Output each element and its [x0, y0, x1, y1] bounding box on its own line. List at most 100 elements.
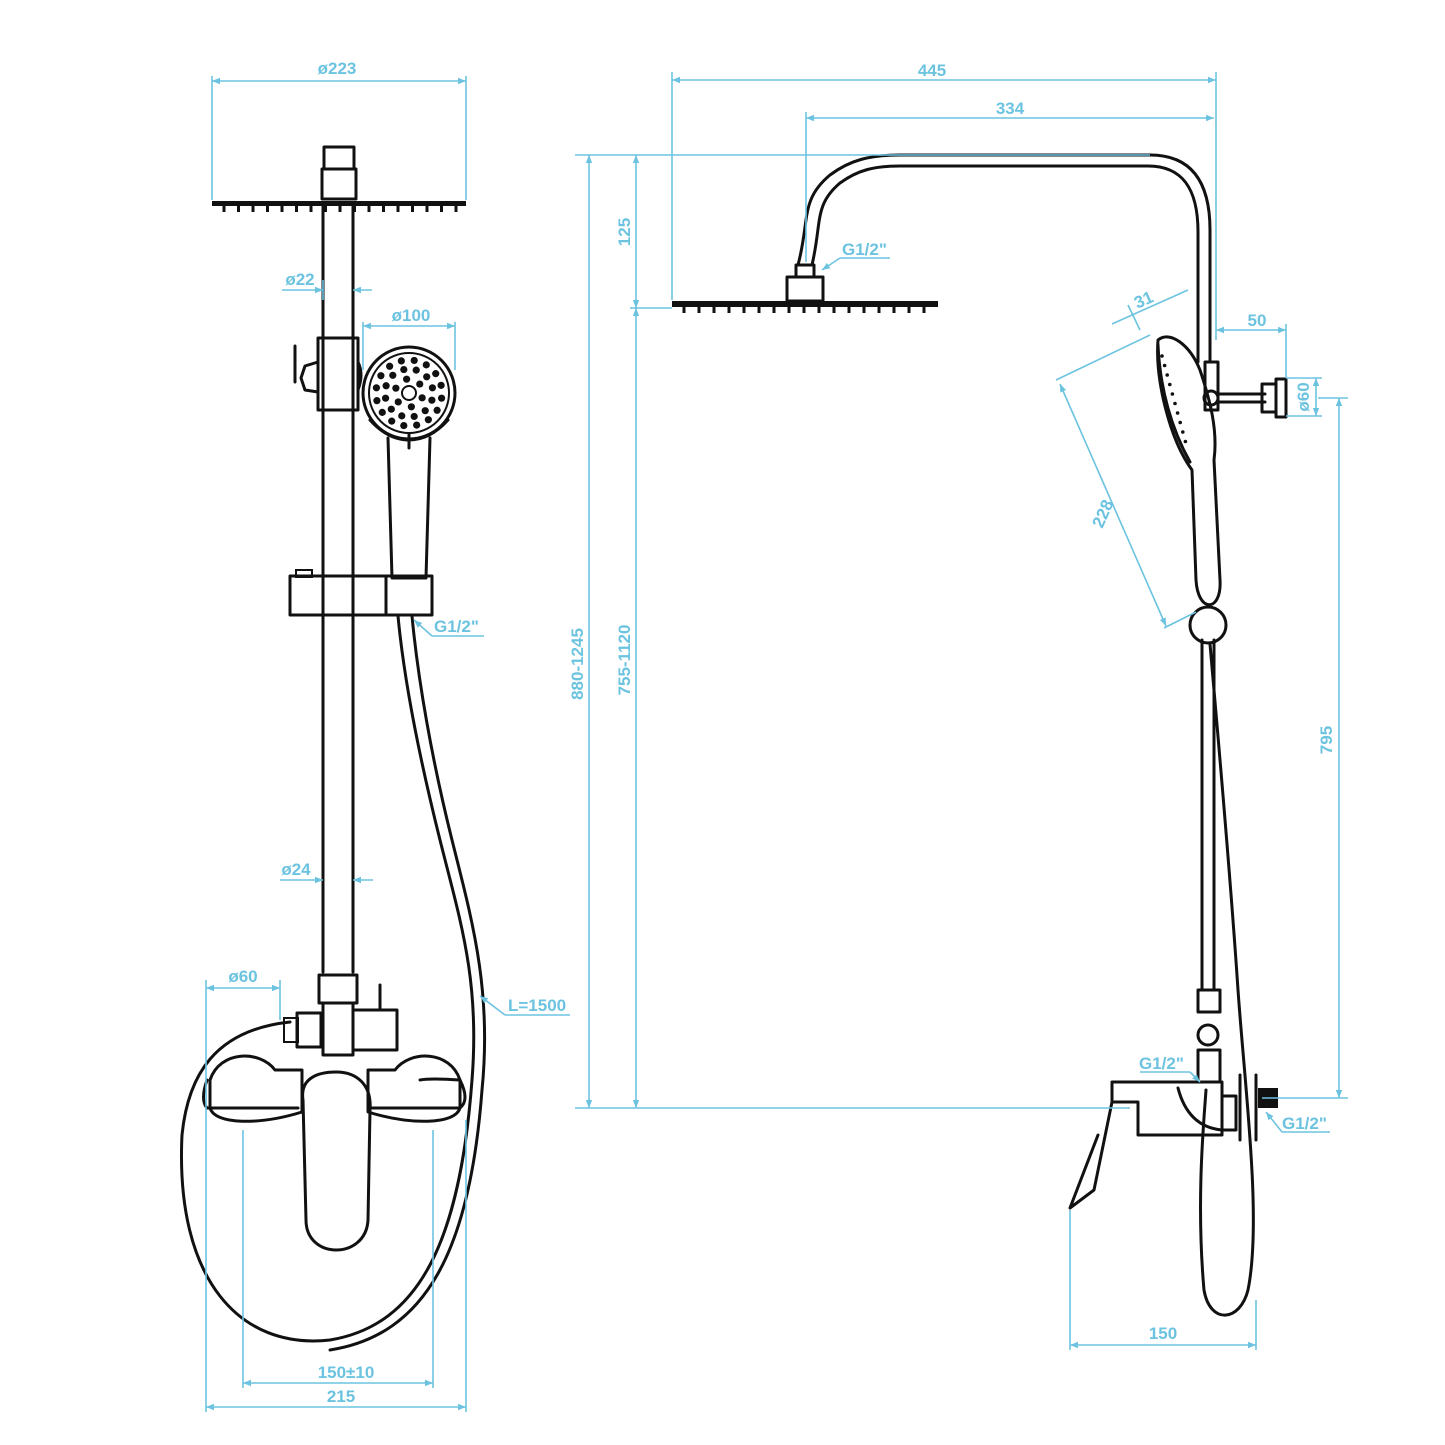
- spray-hole: [428, 396, 436, 404]
- spray-hole: [403, 375, 411, 383]
- spray-hole: [400, 365, 408, 374]
- side-hand-shower: [1156, 335, 1228, 645]
- dim-bracket-height: 795: [1317, 726, 1336, 754]
- nozzle-mark: [862, 307, 866, 313]
- front-view: ø223 ø22 ø100 G1/2" ø24 ø60 L=1500: [179, 59, 570, 1412]
- dim-mixer-connection: G1/2": [1139, 1054, 1184, 1073]
- spray-hole: [1183, 439, 1188, 444]
- spray-hole: [422, 361, 430, 369]
- dim-pipe-upper-diameter: ø22: [285, 270, 314, 289]
- dim-hand-shower-length: 228: [1089, 497, 1118, 531]
- spray-hole: [407, 403, 415, 411]
- front-hand-shower: [361, 345, 457, 580]
- spray-hole: [1168, 382, 1172, 387]
- spray-hole: [1162, 363, 1167, 368]
- nozzle-mark: [682, 307, 686, 313]
- spray-hole: [437, 394, 446, 402]
- spray-hole: [398, 412, 406, 420]
- spray-hole: [423, 373, 431, 381]
- nozzle-mark: [817, 307, 821, 313]
- front-upper-holder: [293, 336, 363, 412]
- front-rail-pipe: [321, 204, 355, 974]
- nozzle-mark: [832, 307, 836, 313]
- dim-overall-reach: 445: [918, 61, 946, 80]
- spray-hole: [388, 417, 396, 425]
- dim-wall-connection: G1/2": [1282, 1114, 1327, 1133]
- nozzle-mark: [877, 307, 881, 313]
- spray-hole: [1170, 392, 1175, 396]
- dim-pipe-lower-diameter: ø24: [281, 860, 311, 879]
- nozzle-mark: [922, 307, 926, 313]
- side-shower-arm: [672, 153, 1212, 364]
- dim-hose-connection: G1/2": [434, 617, 479, 636]
- nozzle-mark: [382, 206, 385, 212]
- nozzle-mark: [757, 307, 761, 313]
- nozzle-mark: [425, 206, 429, 212]
- spray-hole: [428, 384, 437, 392]
- spray-hole: [410, 356, 418, 365]
- spray-hole: [437, 381, 445, 389]
- nozzle-mark: [251, 206, 255, 212]
- dim-hose-length: L=1500: [508, 996, 566, 1015]
- spray-hole: [378, 408, 386, 416]
- dim-inlet-spacing: 150±10: [318, 1363, 375, 1382]
- nozzle-mark: [338, 206, 342, 212]
- spray-hole: [1160, 354, 1164, 358]
- spray-hole: [1173, 401, 1177, 406]
- nozzle-mark: [802, 307, 806, 313]
- spray-hole: [394, 398, 402, 406]
- dim-diverter-diameter: ø60: [228, 967, 257, 986]
- nozzle-mark: [742, 307, 746, 313]
- side-riser: [1196, 360, 1288, 1084]
- dim-head-drop: 125: [615, 218, 634, 246]
- spray-hole: [389, 371, 397, 379]
- front-hose: [179, 614, 487, 1352]
- spray-hole: [400, 421, 408, 430]
- front-overhead-shower-head: [212, 145, 466, 212]
- nozzle-mark: [309, 206, 313, 212]
- spray-hole: [373, 397, 381, 405]
- nozzle-mark: [712, 307, 716, 313]
- dim-wall-offset: 50: [1248, 311, 1267, 330]
- nozzle-mark: [295, 206, 298, 212]
- spray-hole: [1178, 420, 1182, 425]
- nozzle-mark: [411, 206, 414, 212]
- dim-head-connection: G1/2": [842, 240, 887, 259]
- front-slider-bracket: [288, 569, 434, 617]
- dim-hand-shower-depth: 31: [1131, 287, 1156, 312]
- nozzle-mark: [697, 307, 701, 313]
- spray-hole: [413, 421, 421, 429]
- spray-hole: [1165, 373, 1169, 377]
- side-dimensions: 445 334 G1/2" 125 880-1245 755-1120 31 5…: [568, 61, 1348, 1350]
- spray-hole: [377, 372, 385, 380]
- spray-hole: [381, 394, 390, 402]
- spray-hole: [410, 412, 418, 421]
- side-hose: [1199, 642, 1255, 1317]
- nozzle-mark: [847, 307, 851, 313]
- nozzle-mark: [266, 206, 269, 212]
- side-view: 445 334 G1/2" 125 880-1245 755-1120 31 5…: [568, 61, 1348, 1350]
- dim-head-diameter: ø223: [318, 59, 357, 78]
- nozzle-mark: [907, 307, 911, 313]
- front-dimensions: ø223 ø22 ø100 G1/2" ø24 ø60 L=1500: [205, 59, 570, 1412]
- nozzle-mark: [280, 206, 284, 212]
- dim-overall-height: 880-1245: [568, 628, 587, 700]
- nozzle-mark: [237, 206, 240, 212]
- spray-hole: [418, 394, 426, 402]
- spray-hole: [372, 384, 381, 392]
- spray-hole: [432, 370, 440, 378]
- spray-hole: [1181, 430, 1185, 434]
- nozzle-mark: [396, 206, 400, 212]
- dim-wall-mount-diameter: ø60: [1294, 382, 1313, 411]
- side-mixer: [1068, 1073, 1278, 1210]
- nozzle-mark: [440, 206, 443, 212]
- spray-hole: [386, 362, 394, 370]
- nozzle-mark: [727, 307, 731, 313]
- nozzle-mark: [787, 307, 791, 313]
- dim-adjustable-height: 755-1120: [615, 625, 634, 696]
- spray-hole: [421, 407, 429, 415]
- dim-arm-reach: 334: [996, 99, 1025, 118]
- spray-hole: [433, 406, 441, 414]
- spray-hole: [397, 357, 405, 365]
